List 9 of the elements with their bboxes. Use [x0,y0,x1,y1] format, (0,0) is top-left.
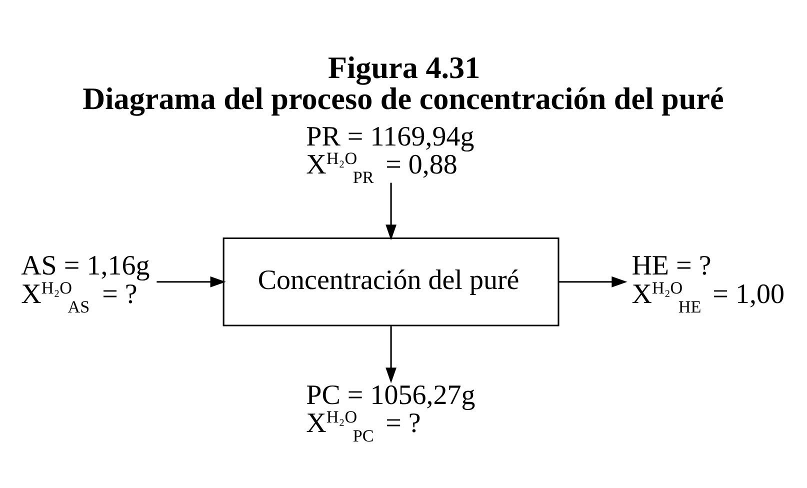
arrow [386,326,396,383]
arrow [558,276,628,287]
node-text: HE = ? X$^{H₂O}$$_{HE}$ = 1,00 [632,250,785,316]
node-text: PR = 1169,94g X$^{H₂O}$$_{PR}$ = 0,88 [306,120,474,186]
node-text: AS = 1,16g X$^{H₂O}$$_{AS}$ = ? [21,250,150,316]
node-box: Concentración del puré [222,237,560,326]
node-text: PC = 1056,27g X$^{H₂O}$$_{PC}$ = ? [306,380,476,446]
arrow [386,182,396,240]
arrow [156,276,226,287]
